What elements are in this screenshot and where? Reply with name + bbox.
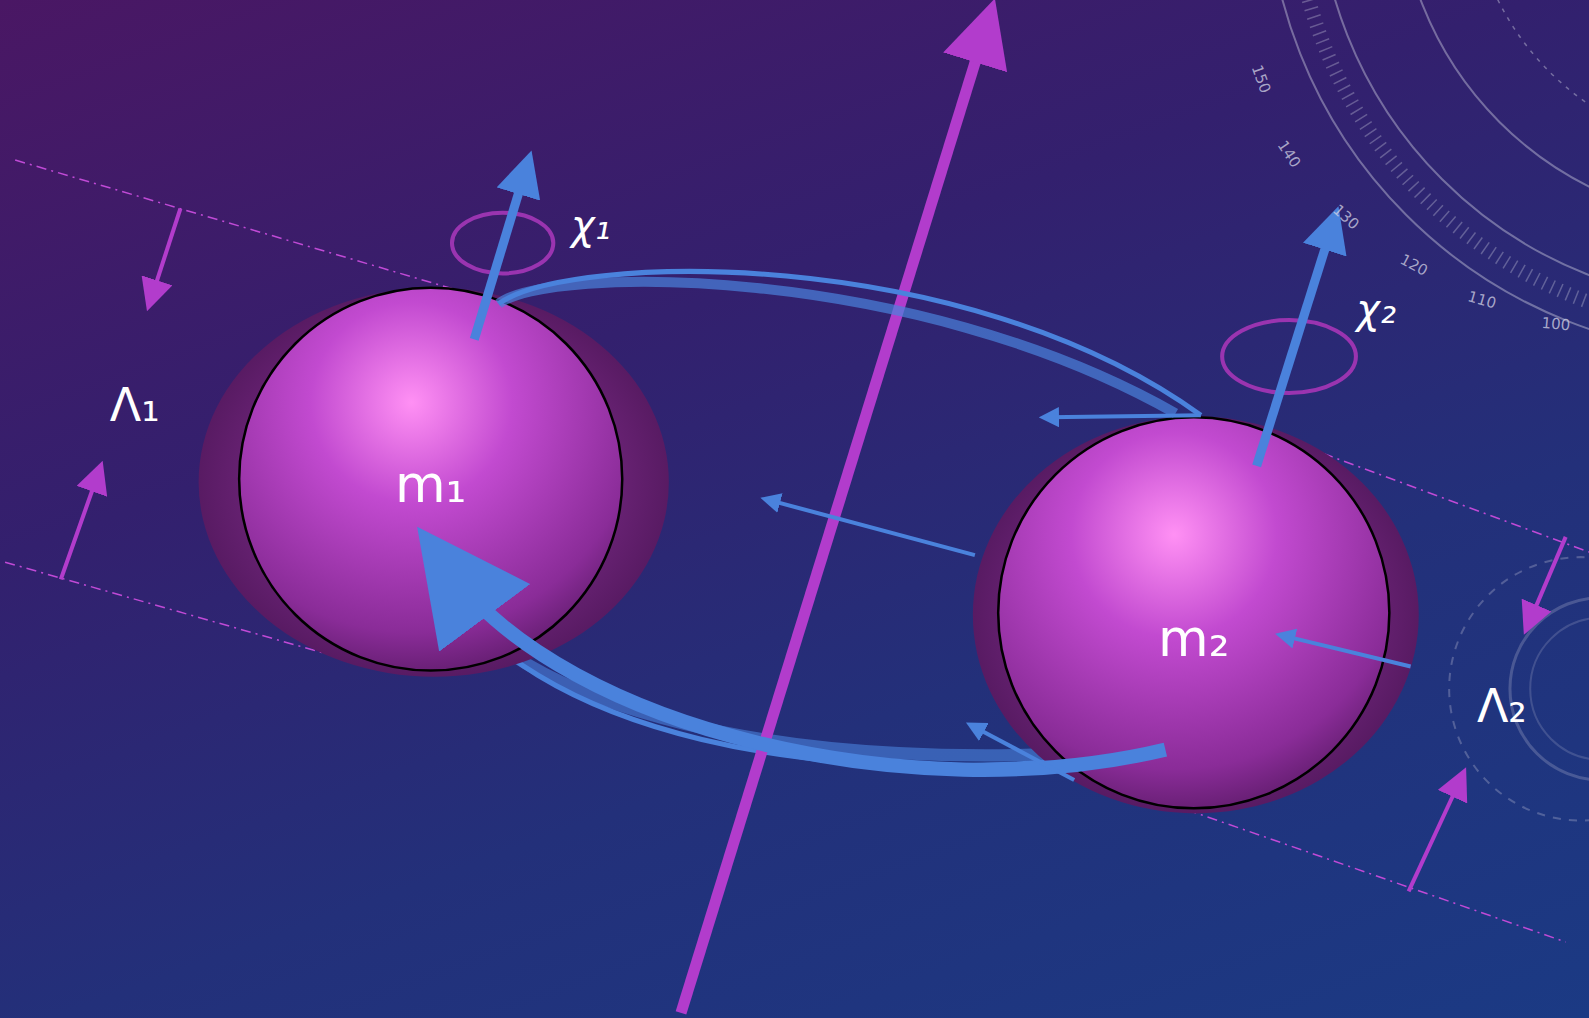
dial-number: 110 bbox=[1465, 287, 1497, 312]
neutron-star: m₁ bbox=[239, 293, 622, 676]
parameter-label: χ₂ bbox=[1356, 286, 1396, 332]
dial-number: 150 bbox=[1247, 62, 1274, 95]
mass-label: m₁ bbox=[395, 454, 467, 514]
mass-label: m₂ bbox=[1158, 608, 1230, 668]
parameter-label: Λ₂ bbox=[1477, 679, 1527, 733]
parameter-label: χ₁ bbox=[571, 202, 611, 248]
parameter-label: Λ₁ bbox=[110, 378, 160, 432]
dial-number: 130 bbox=[1329, 200, 1362, 233]
dial-number: 100 bbox=[1540, 314, 1570, 334]
neutron-star: m₂ bbox=[998, 443, 1389, 834]
dial-number: 140 bbox=[1274, 137, 1305, 171]
dial-number: 120 bbox=[1397, 251, 1431, 280]
